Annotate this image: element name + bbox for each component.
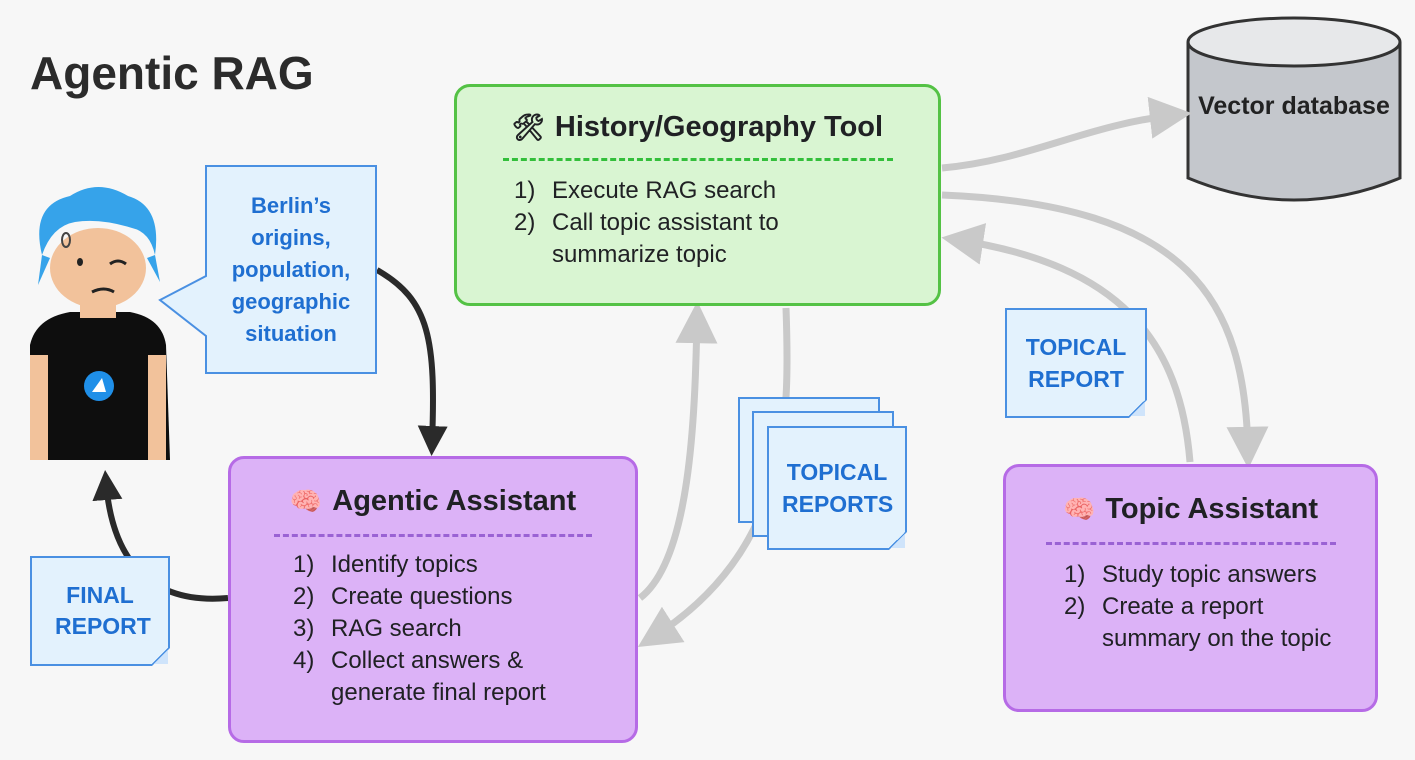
- topic-assistant-header: 🧠 Topic Assistant: [1006, 493, 1375, 526]
- speech-bubble-text: Berlin’s origins, population, geographic…: [231, 192, 351, 346]
- note-fold: [889, 532, 905, 548]
- divider: [502, 158, 893, 161]
- page-title: Agentic RAG: [30, 47, 314, 99]
- speech-bubble-shape: [158, 165, 377, 374]
- topical-report-note: TOPICAL REPORT: [1005, 308, 1147, 418]
- hammer-wrench-icon: 🛠: [511, 112, 545, 142]
- step-item: 4)Collect answers & generate final repor…: [293, 647, 546, 706]
- arrow-agentic-to-tool: [637, 301, 718, 601]
- speech-bubble: Berlin’s origins, population, geographic…: [206, 166, 376, 373]
- agentic-assistant-steps: 1)Identify topics 2)Create questions 3)R…: [293, 549, 593, 709]
- divider: [1045, 542, 1336, 545]
- note-fold: [152, 648, 168, 664]
- vector-database-icon: [1186, 16, 1402, 202]
- divider: [274, 534, 592, 537]
- arrow-question-to-agentic: [375, 267, 448, 456]
- user-avatar: [30, 187, 170, 460]
- history-tool-title: History/Geography Tool: [554, 111, 884, 143]
- history-tool-header: 🛠 History/Geography Tool: [457, 111, 938, 144]
- final-report-label: FINAL REPORT: [55, 582, 151, 639]
- topic-assistant-title: Topic Assistant: [1105, 493, 1319, 525]
- brain-icon: 🧠: [1062, 494, 1096, 524]
- agentic-assistant-title: Agentic Assistant: [332, 485, 577, 517]
- step-item: 3)RAG search: [293, 615, 462, 642]
- brain-icon: 🧠: [289, 486, 323, 516]
- step-item: 2)Create questions: [293, 583, 513, 610]
- step-item: 1)Study topic answers: [1064, 561, 1317, 588]
- topic-assistant-steps: 1)Study topic answers 2)Create a report …: [1064, 559, 1334, 655]
- history-tool-steps: 1)Execute RAG search 2)Call topic assist…: [514, 175, 804, 271]
- history-geography-tool-box: 🛠 History/Geography Tool 1)Execute RAG s…: [454, 84, 941, 306]
- final-report-note: FINAL REPORT: [30, 556, 170, 666]
- step-item: 1)Identify topics: [293, 551, 478, 578]
- step-item: 2)Create a report summary on the topic: [1064, 593, 1332, 652]
- note-fold: [1129, 400, 1145, 416]
- agentic-assistant-header: 🧠 Agentic Assistant: [231, 485, 635, 518]
- topical-reports-label: TOPICAL REPORTS: [782, 459, 894, 517]
- topical-reports-note: TOPICAL REPORTS: [767, 426, 907, 550]
- agentic-assistant-box: 🧠 Agentic Assistant 1)Identify topics 2)…: [228, 456, 638, 743]
- arrow-tool-to-topic-assistant: [941, 191, 1269, 469]
- topical-report-label: TOPICAL REPORT: [1025, 334, 1127, 392]
- step-item: 1)Execute RAG search: [514, 177, 777, 204]
- step-item: 2)Call topic assistant to summarize topi…: [514, 209, 779, 268]
- topic-assistant-box: 🧠 Topic Assistant 1)Study topic answers …: [1003, 464, 1378, 712]
- arrow-tool-to-database: [941, 96, 1192, 172]
- vector-database-label: Vector database: [1198, 92, 1390, 120]
